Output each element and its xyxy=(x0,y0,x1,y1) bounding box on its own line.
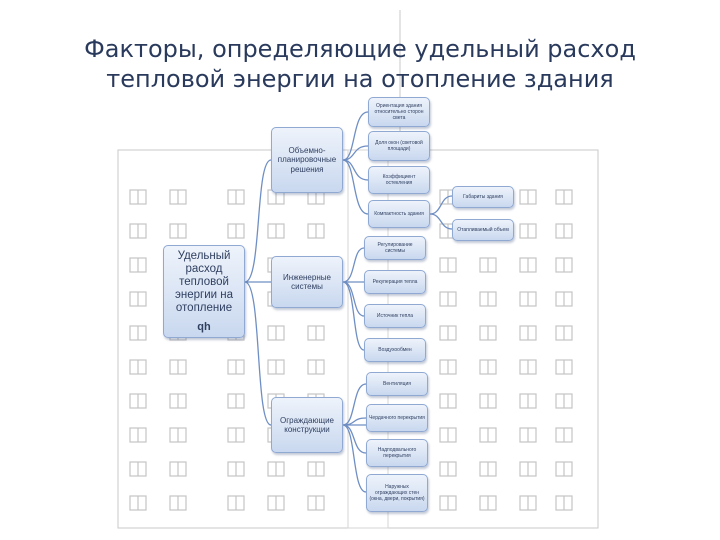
connector-root-branches xyxy=(244,159,272,426)
leaf-air-exchange: Воздухообмен xyxy=(364,338,426,362)
building-envelope-box: Ограждающие конструкции xyxy=(271,397,343,453)
subleaf-heated-volume-label: Отапливаемый объем xyxy=(457,227,509,233)
leaf-external-envelope: Наружных ограждающих стен (окна, двери, … xyxy=(366,474,428,512)
leaf-attic-floor-label: Чердачного перекрытия xyxy=(369,415,425,421)
leaf-heat-recovery-label: Рекуперация тепла xyxy=(372,279,418,285)
leaf-heat-recovery: Рекуперация тепла xyxy=(364,270,426,294)
leaf-orientation-label: Ориентация здания относительно сторон св… xyxy=(374,103,424,121)
connector-envelope-branches xyxy=(342,383,367,493)
leaf-window-share-label: Доля окон (световой площади) xyxy=(375,140,423,152)
leaf-basement-floor-label: Надподвального перекрытия xyxy=(377,447,417,459)
subleaf-building-dimensions: Габариты здания xyxy=(452,186,514,208)
root-box: Удельный расход тепловой энергии на отоп… xyxy=(163,245,245,338)
building-envelope-label: Ограждающие конструкции xyxy=(279,415,334,435)
leaf-external-envelope-label: Наружных ограждающих стен (окна, двери, … xyxy=(369,484,425,502)
leaf-orientation: Ориентация здания относительно сторон св… xyxy=(368,97,430,127)
leaf-attic-floor: Чердачного перекрытия xyxy=(366,404,428,432)
layout-solutions-label: Объемно-планировочные решения xyxy=(277,145,337,174)
slide-title-line-2: тепловой энергии на отопление здания xyxy=(106,65,614,93)
leaf-regulation: Регулирование системы xyxy=(364,236,426,260)
leaf-compactness: Компактность здания xyxy=(368,200,430,228)
connector-compactness-branches xyxy=(429,195,453,230)
leaf-glazing-ratio: Коэффициент остекления xyxy=(368,166,430,194)
root-label: Удельный расход тепловой энергии на отоп… xyxy=(175,249,233,314)
leaf-ventilation: Вентиляция xyxy=(366,372,428,396)
leaf-regulation-label: Регулирование системы xyxy=(377,242,413,254)
engineering-systems-box: Инженерные системы xyxy=(271,256,343,308)
leaf-heat-source: Источник тепла xyxy=(364,304,426,328)
leaf-heat-source-label: Источник тепла xyxy=(376,313,414,319)
leaf-basement-floor: Надподвального перекрытия xyxy=(366,439,428,467)
leaf-window-share: Доля окон (световой площади) xyxy=(368,131,430,161)
connector-layout-branches xyxy=(342,111,369,215)
leaf-ventilation-label: Вентиляция xyxy=(383,381,411,387)
subleaf-building-dimensions-label: Габариты здания xyxy=(463,194,503,200)
slide-title-line-1: Факторы, определяющие удельный расход xyxy=(84,35,636,63)
leaf-compactness-label: Компактность здания xyxy=(374,211,424,217)
connector-engineering-branches xyxy=(342,247,365,351)
leaf-glazing-ratio-label: Коэффициент остекления xyxy=(382,174,416,186)
root-symbol: qh xyxy=(197,320,211,333)
leaf-air-exchange-label: Воздухообмен xyxy=(378,347,412,353)
engineering-systems-label: Инженерные системы xyxy=(283,272,331,292)
layout-solutions-box: Объемно-планировочные решения xyxy=(271,127,343,193)
subleaf-heated-volume: Отапливаемый объем xyxy=(452,219,514,241)
